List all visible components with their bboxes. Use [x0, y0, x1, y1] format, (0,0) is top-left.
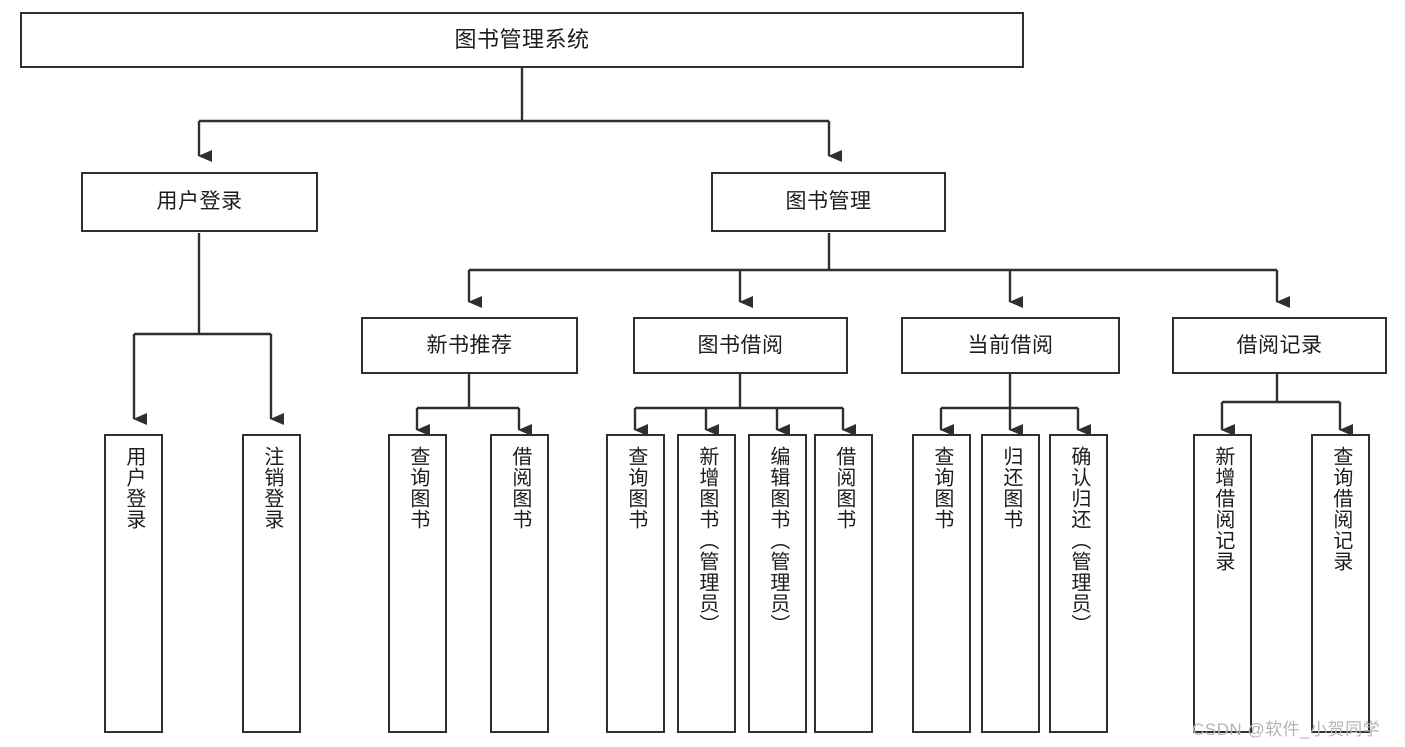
node-label: 注销登录 [260, 446, 283, 530]
node-label: 确认归还（管理员） [1067, 446, 1090, 635]
leaf-return-book[interactable]: 归还图书 [981, 434, 1040, 733]
node-label: 查询图书 [624, 446, 647, 530]
node-label: 用户登录 [156, 190, 243, 214]
node-label: 借阅记录 [1236, 333, 1323, 357]
leaf-query-book-current[interactable]: 查询图书 [912, 434, 971, 733]
node-label: 查询图书 [930, 446, 953, 530]
node-root-system[interactable]: 图书管理系统 [20, 12, 1024, 68]
node-borrow-record[interactable]: 借阅记录 [1172, 317, 1387, 374]
csdn-watermark: CSDN @软件_小贺同学 [1192, 720, 1381, 739]
leaf-add-book-admin[interactable]: 新增图书（管理员） [677, 434, 736, 733]
node-user-login[interactable]: 用户登录 [81, 172, 318, 232]
leaf-user-login[interactable]: 用户登录 [104, 434, 163, 733]
node-label: 查询借阅记录 [1329, 446, 1352, 572]
node-label: 新增借阅记录 [1211, 446, 1234, 572]
node-label: 图书管理系统 [454, 26, 590, 52]
node-label: 归还图书 [999, 446, 1022, 530]
node-label: 新增图书（管理员） [695, 446, 718, 635]
leaf-add-borrow-record[interactable]: 新增借阅记录 [1193, 434, 1252, 733]
node-label: 新书推荐 [426, 333, 513, 357]
node-label: 查询图书 [406, 446, 429, 530]
node-book-borrow[interactable]: 图书借阅 [633, 317, 848, 374]
node-label: 借阅图书 [832, 446, 855, 530]
leaf-borrow-book-new[interactable]: 借阅图书 [490, 434, 549, 733]
node-new-book-recommend[interactable]: 新书推荐 [361, 317, 578, 374]
leaf-query-book-new[interactable]: 查询图书 [388, 434, 447, 733]
node-label: 用户登录 [122, 446, 145, 530]
leaf-query-borrow-record[interactable]: 查询借阅记录 [1311, 434, 1370, 733]
leaf-borrow-book[interactable]: 借阅图书 [814, 434, 873, 733]
node-label: 图书管理 [785, 190, 872, 214]
leaf-confirm-return-admin[interactable]: 确认归还（管理员） [1049, 434, 1108, 733]
leaf-logout[interactable]: 注销登录 [242, 434, 301, 733]
node-label: 编辑图书（管理员） [766, 446, 789, 635]
leaf-edit-book-admin[interactable]: 编辑图书（管理员） [748, 434, 807, 733]
node-label: 当前借阅 [967, 333, 1054, 357]
node-current-borrow[interactable]: 当前借阅 [901, 317, 1120, 374]
leaf-query-book-borrow[interactable]: 查询图书 [606, 434, 665, 733]
node-label: 借阅图书 [508, 446, 531, 530]
node-book-management[interactable]: 图书管理 [711, 172, 946, 232]
node-label: 图书借阅 [697, 333, 784, 357]
